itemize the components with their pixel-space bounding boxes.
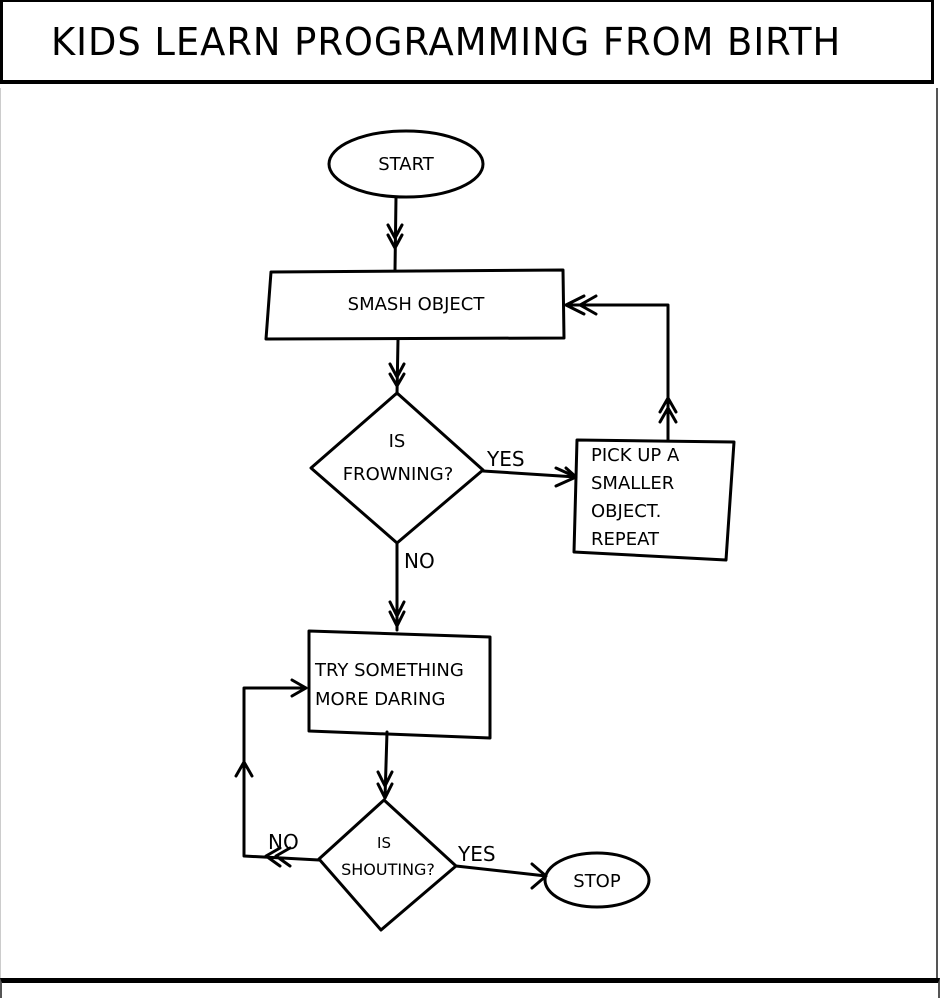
edge-frowning-to-daring xyxy=(388,541,406,632)
pickup-node xyxy=(572,438,736,562)
edge-shouting-to-daring xyxy=(234,678,321,868)
start-node xyxy=(327,129,485,199)
shouting-label-line-2: SHOUTING? xyxy=(341,860,435,879)
shouting-no-label: NO xyxy=(268,830,299,854)
edge-shouting-to-stop xyxy=(454,862,548,890)
stop-label: STOP xyxy=(573,871,621,892)
shouting-yes-label: YES xyxy=(457,842,496,866)
frowning-label-line-1: IS xyxy=(389,431,406,452)
title-panel: KIDS LEARN PROGRAMMING FROM BIRTH xyxy=(0,0,934,84)
frowning-no-label: NO xyxy=(404,549,435,573)
frowning-label-line-2: FROWNING? xyxy=(343,464,454,485)
shouting-label-line-1: IS xyxy=(377,834,391,852)
smash-node xyxy=(264,268,566,341)
edge-smash-to-frowning xyxy=(388,338,406,396)
main-panel xyxy=(0,88,938,980)
stop-node xyxy=(543,851,651,909)
shouting-node xyxy=(317,798,458,932)
smash-label: SMASH OBJECT xyxy=(348,294,486,315)
daring-label-line-1: TRY SOMETHING xyxy=(314,660,464,681)
start-label: START xyxy=(378,154,435,175)
daring-label-line-2: MORE DARING xyxy=(315,689,445,710)
edge-daring-to-shouting xyxy=(376,730,394,800)
edge-start-to-smash xyxy=(386,195,404,272)
pickup-label-line-1: PICK UP A xyxy=(591,445,680,466)
pickup-label-line-4: REPEAT xyxy=(591,529,660,550)
pickup-label-line-3: OBJECT. xyxy=(591,501,661,522)
frowning-yes-label: YES xyxy=(486,447,525,471)
comic-title: KIDS LEARN PROGRAMMING FROM BIRTH xyxy=(51,20,842,64)
edge-pickup-to-smash xyxy=(564,294,678,443)
bottom-panel-edge xyxy=(0,978,940,998)
pickup-label-line-2: SMALLER xyxy=(591,473,674,494)
daring-node xyxy=(307,629,492,740)
